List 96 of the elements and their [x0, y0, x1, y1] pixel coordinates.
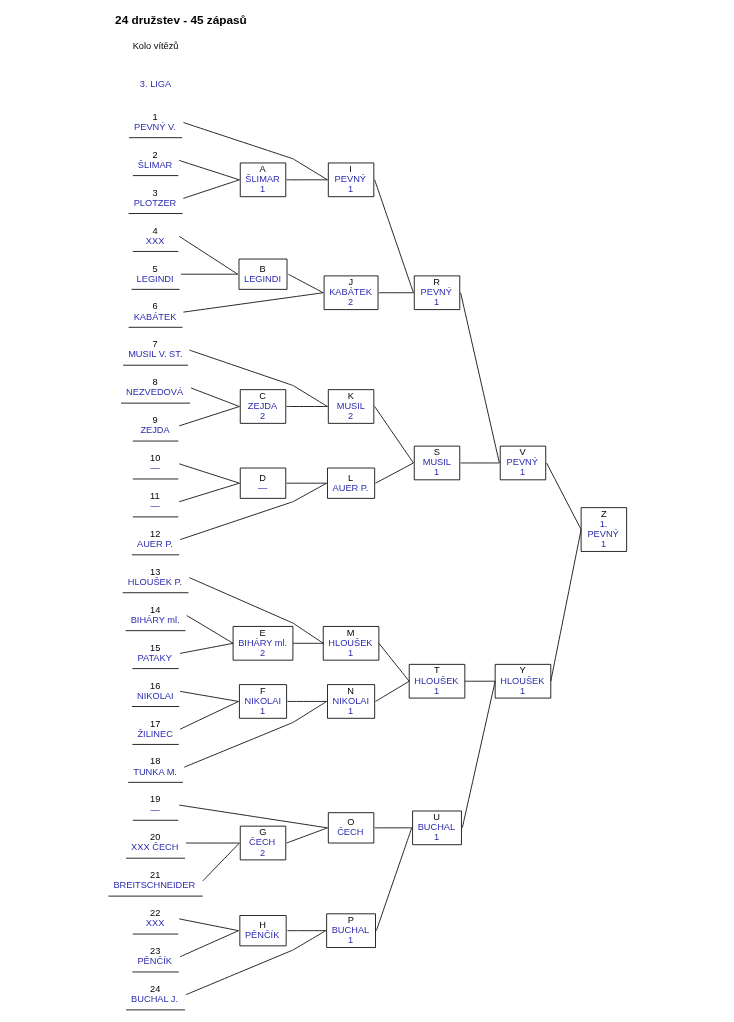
- node-text: 14 BIHÁRY ml.: [130, 604, 180, 625]
- node-text: 6 KABÁTEK: [133, 301, 176, 322]
- node-box: V PEVNÝ 1: [499, 445, 546, 481]
- connector: [182, 179, 240, 199]
- connector: [459, 462, 500, 464]
- node-text: 12 AUER P.: [136, 528, 173, 550]
- connector: [375, 827, 412, 932]
- node-box: R PEVNÝ 1: [413, 275, 460, 311]
- connector: [182, 122, 328, 181]
- label: Kolo vítězů: [132, 41, 178, 52]
- node-box: I PEVNÝ 1: [327, 162, 374, 198]
- connector: [179, 273, 238, 275]
- connector: [178, 804, 328, 829]
- connector: [179, 642, 233, 654]
- node-box: M HLOUŠEK 1: [322, 626, 379, 661]
- connector: [373, 179, 414, 294]
- node-box: F NIKOLAI 1: [238, 684, 287, 719]
- connector: [285, 179, 328, 181]
- node-text: 13 HLOUŠEK P.: [127, 566, 182, 587]
- label: 3. LIGA: [139, 78, 171, 89]
- connector: [461, 680, 496, 829]
- node-text: 1 PEVNÝ V.: [133, 111, 176, 132]
- node-text: 16 NIKOLAI: [136, 680, 174, 701]
- node-text: 17 ŽILINEC: [136, 718, 173, 739]
- connector: [185, 615, 233, 644]
- connector: [286, 701, 327, 702]
- connector: [201, 842, 240, 882]
- node-box: Z 1. PEVNÝ 1: [580, 507, 627, 552]
- node-text: 15 PATAKY: [136, 642, 172, 663]
- connector: [182, 292, 324, 313]
- node-box: D —: [239, 467, 286, 499]
- node-text: 20 XXX ČECH: [130, 832, 178, 853]
- connector: [188, 349, 328, 407]
- connector: [374, 462, 414, 484]
- connector: [373, 827, 412, 829]
- node-box: T HLOUŠEK 1: [408, 663, 465, 699]
- connector: [179, 482, 327, 541]
- connector: [185, 842, 240, 844]
- node-text: 11 —: [149, 491, 160, 512]
- node-box: C ZEJDA 2: [239, 389, 286, 424]
- connector: [463, 680, 496, 682]
- connector: [285, 827, 328, 844]
- connector: [285, 406, 328, 407]
- node-text: 5 LEGINDI: [136, 263, 174, 284]
- node-text: 2 ŠLIMAR: [137, 149, 172, 170]
- node-box: U BUCHAL 1: [411, 810, 462, 846]
- connector: [377, 642, 410, 682]
- connector: [545, 462, 582, 530]
- connector: [190, 387, 240, 407]
- connector: [178, 482, 240, 503]
- node-text: 23 PĚNČÍK: [136, 946, 172, 967]
- node-box: K MUSIL 2: [327, 389, 374, 424]
- node-box: L AUER P.: [326, 467, 375, 499]
- connector: [183, 701, 327, 768]
- connector: [178, 918, 239, 932]
- connector: [292, 642, 324, 644]
- connector: [377, 292, 414, 294]
- node-box: Y HLOUŠEK 1: [494, 663, 551, 699]
- connector: [373, 406, 414, 464]
- connector: [178, 160, 240, 181]
- connector: [374, 680, 410, 702]
- node-text: 9 ZEJDA: [139, 415, 170, 436]
- connector: [188, 577, 324, 644]
- node-text: 19 —: [149, 794, 160, 815]
- connector: [286, 930, 326, 932]
- node-box: P BUCHAL 1: [325, 913, 376, 948]
- diagram-title: 24 družstev - 45 zápasů: [114, 13, 247, 27]
- node-text: 7 MUSIL V. ST.: [127, 339, 182, 360]
- connector: [549, 529, 582, 682]
- connector: [285, 482, 327, 484]
- node-text: 21 BREITSCHNEIDER: [112, 870, 195, 891]
- connector: [459, 292, 500, 464]
- node-text: 3 PLOTZER: [133, 187, 176, 208]
- node-text: 10 —: [149, 453, 160, 474]
- connector: [179, 930, 239, 958]
- connector: [178, 235, 238, 275]
- connector: [178, 406, 240, 427]
- connector: [185, 930, 326, 996]
- connector: [287, 273, 324, 294]
- node-text: 18 TUNKA M.: [132, 756, 177, 777]
- node-text: 24 BUCHAL J.: [130, 984, 178, 1005]
- node-box: E BIHÁRY ml. 2: [232, 626, 293, 661]
- node-box: N NIKOLAI 1: [326, 684, 375, 719]
- connector: [179, 701, 239, 730]
- node-box: S MUSIL 1: [413, 445, 460, 481]
- node-text: 4 XXX: [145, 225, 164, 246]
- connector: [179, 690, 239, 702]
- node-text: 22 XXX: [145, 908, 164, 929]
- node-box: G ČECH 2: [239, 825, 286, 861]
- node-box: A ŠLIMAR 1: [239, 162, 286, 198]
- connector: [178, 463, 240, 484]
- node-box: J KABÁTEK 2: [323, 275, 378, 311]
- node-box: B LEGINDI: [238, 258, 287, 290]
- node-text: 8 NEZVEDOVÁ: [125, 377, 183, 398]
- node-box: H PĚNČÍK: [238, 915, 287, 947]
- node-box: O ČECH: [327, 812, 374, 844]
